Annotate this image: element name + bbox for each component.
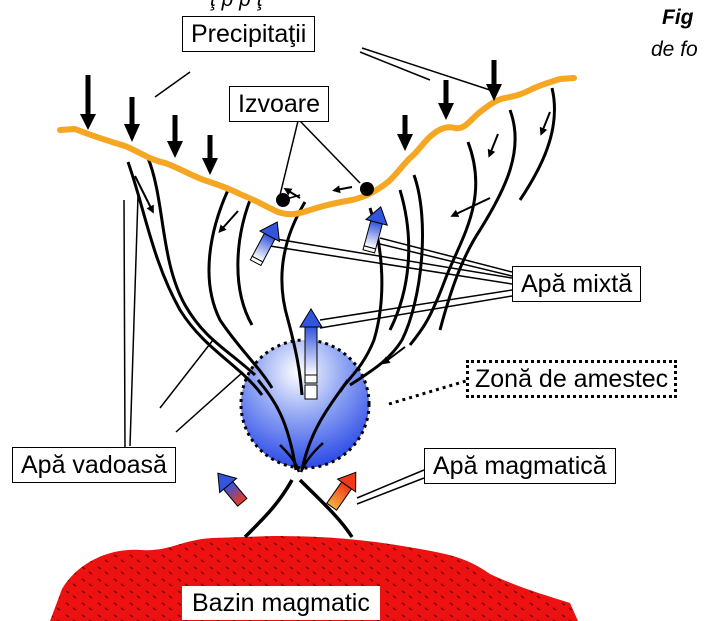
label-precipitation: Precipitaţii [182, 16, 315, 52]
magma-channel-left [245, 480, 292, 537]
label-vadose-water: Apă vadoasă [12, 447, 176, 483]
mixing-zone-connector [389, 381, 466, 404]
caption-top-fragment: ţ p p ţ [210, 0, 263, 12]
label-mixing-zone: Zonă de amestec [466, 360, 677, 398]
label-magma-basin: Bazin magmatic [182, 586, 380, 620]
label-springs: Izvoare [229, 86, 329, 122]
label-mixed-water: Apă mixtă [512, 266, 641, 302]
figure-caption-head: Fig [662, 6, 694, 30]
label-magmatic-water: Apă magmatică [424, 448, 616, 484]
spring-right [360, 182, 374, 196]
figure-caption-tail: de fo [651, 38, 698, 62]
water-channels [128, 88, 554, 395]
